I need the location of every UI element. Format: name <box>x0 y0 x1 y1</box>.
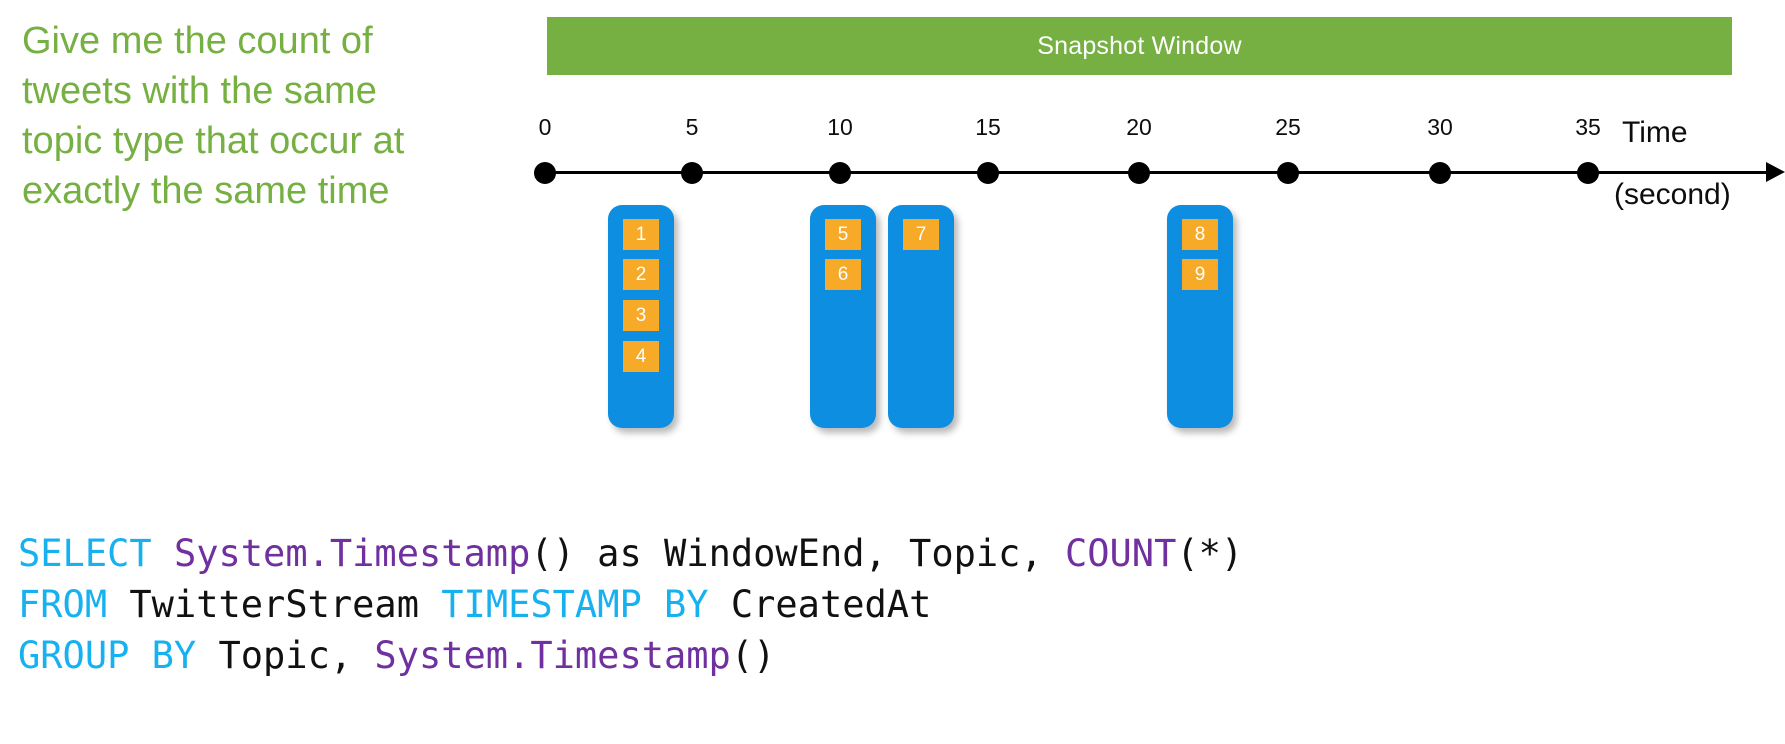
snapshot-window-label: Snapshot Window <box>1037 31 1242 60</box>
axis-tick-label: 35 <box>1575 114 1601 140</box>
sql-token: TIMESTAMP BY <box>441 583 731 627</box>
sql-token: () as WindowEnd, Topic, <box>530 532 1065 575</box>
sql-line: SELECT System.Timestamp() as WindowEnd, … <box>18 528 1243 579</box>
sql-token: TwitterStream <box>129 583 442 627</box>
event-item: 1 <box>623 219 659 250</box>
axis-unit-label: (second) <box>1614 178 1731 211</box>
axis-tick-label: 30 <box>1427 114 1453 140</box>
axis-tick-label: 5 <box>685 114 699 140</box>
axis-arrow-icon <box>1766 162 1785 182</box>
axis-tick-dot <box>534 162 556 184</box>
sql-token: System.Timestamp <box>173 532 531 575</box>
event-group-1: 1 2 3 4 <box>608 205 674 428</box>
axis-tick-dot <box>1577 162 1599 184</box>
sql-token: System.Timestamp <box>374 634 731 678</box>
event-item: 3 <box>623 300 659 331</box>
axis-tick-label: 25 <box>1275 114 1301 140</box>
axis-tick-dot <box>1277 162 1299 184</box>
axis-tick-dot <box>681 162 703 184</box>
axis-title: Time <box>1622 116 1688 149</box>
event-item: 4 <box>623 341 659 372</box>
event-item: 2 <box>623 259 659 290</box>
axis-tick-dot <box>829 162 851 184</box>
prompt-text: Give me the count of tweets with the sam… <box>22 20 415 213</box>
axis-tick-label: 10 <box>827 114 853 140</box>
event-group-3: 7 <box>888 205 954 428</box>
axis-line <box>540 171 1775 174</box>
sql-token: COUNT <box>1064 532 1177 575</box>
sql-token: Topic, <box>218 634 375 678</box>
axis-tick-label: 20 <box>1126 114 1152 140</box>
sql-line: GROUP BY Topic, System.Timestamp() <box>18 630 1243 681</box>
axis-tick-dot <box>977 162 999 184</box>
event-item: 9 <box>1182 259 1218 290</box>
event-item: 8 <box>1182 219 1218 250</box>
sql-token: GROUP BY <box>18 634 219 678</box>
sql-token: CreatedAt <box>730 583 932 627</box>
axis-tick-label: 0 <box>538 114 552 140</box>
axis-tick-label: 15 <box>975 114 1001 140</box>
axis-tick-dot <box>1429 162 1451 184</box>
event-item: 7 <box>903 219 939 250</box>
sql-query-block: SELECT System.Timestamp() as WindowEnd, … <box>18 528 1243 681</box>
sql-token: (*) <box>1176 532 1244 575</box>
snapshot-window-banner: Snapshot Window <box>547 17 1732 75</box>
sql-token: FROM <box>18 583 130 627</box>
sql-line: FROM TwitterStream TIMESTAMP BY CreatedA… <box>18 579 1243 630</box>
axis-tick-dot <box>1128 162 1150 184</box>
sql-token: () <box>730 634 776 678</box>
event-item: 5 <box>825 219 861 250</box>
sql-token: SELECT <box>18 532 174 575</box>
event-item: 6 <box>825 259 861 290</box>
